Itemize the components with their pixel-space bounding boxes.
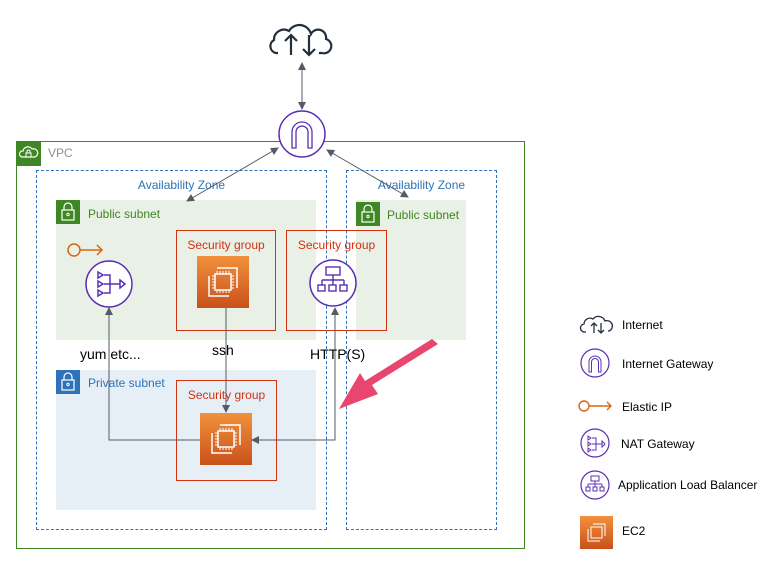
legend-internet-gateway-icon bbox=[580, 348, 610, 378]
edge-alb-private-ec2 bbox=[251, 307, 339, 444]
legend-item-internet: Internet bbox=[622, 318, 663, 332]
legend-ec2-icon bbox=[580, 516, 613, 549]
ec2-private-node[interactable] bbox=[200, 413, 252, 465]
ec2-bastion-node[interactable] bbox=[197, 256, 249, 308]
public-subnet-2: Public subnet bbox=[356, 200, 466, 340]
lock-icon bbox=[61, 372, 75, 391]
public-subnet-1-badge bbox=[56, 200, 80, 224]
legend-item-nat-gateway: NAT Gateway bbox=[621, 437, 695, 451]
load-balancer-icon bbox=[317, 266, 348, 292]
ec2-icon bbox=[208, 267, 238, 297]
edge-private-ec2-nat bbox=[105, 307, 200, 441]
ec2-icon bbox=[587, 523, 606, 542]
edge-igw-public-subnet-1 bbox=[186, 147, 279, 202]
security-group-bastion-label: Security group bbox=[187, 238, 265, 252]
legend-cloud-icon bbox=[579, 315, 613, 334]
ec2-icon bbox=[211, 424, 241, 454]
cloud-icon bbox=[269, 23, 333, 57]
nat-gateway-icon bbox=[97, 270, 127, 298]
public-subnet-1-label: Public subnet bbox=[88, 207, 161, 221]
legend-elastic-ip-icon bbox=[578, 400, 612, 412]
internet-gateway-node[interactable] bbox=[278, 110, 326, 158]
edge-label-nat: yum etc... bbox=[80, 346, 141, 362]
legend-nat-gateway-icon bbox=[580, 428, 610, 458]
public-subnet-2-label: Public subnet bbox=[387, 208, 460, 222]
lock-icon bbox=[61, 202, 75, 221]
legend-item-ec2: EC2 bbox=[622, 524, 646, 538]
vpc-label: VPC bbox=[48, 146, 73, 160]
vpc-cloud-lock-icon bbox=[18, 146, 39, 158]
nat-gateway-node[interactable] bbox=[85, 260, 133, 308]
edge-igw-public-subnet-2 bbox=[326, 149, 409, 198]
application-load-balancer-node[interactable] bbox=[309, 259, 357, 307]
vpc-container bbox=[16, 141, 525, 549]
internet-cloud-node[interactable] bbox=[269, 23, 333, 57]
elastic-ip-icon bbox=[67, 243, 104, 257]
public-subnet-2-badge bbox=[356, 202, 380, 226]
lock-icon bbox=[361, 204, 375, 223]
legend-item-internet-gateway: Internet Gateway bbox=[622, 357, 714, 371]
security-group-alb-label: Security group bbox=[297, 238, 376, 252]
edge-label-ssh: ssh bbox=[212, 342, 234, 358]
highlight-arrow bbox=[339, 339, 438, 409]
legend-item-application-load-balancer: Application Load Balancer bbox=[618, 478, 758, 492]
edge-label-http: HTTP(S) bbox=[310, 346, 366, 362]
private-subnet-badge bbox=[56, 370, 80, 394]
internet-gateway-icon bbox=[291, 121, 313, 149]
vpc-badge bbox=[16, 141, 41, 166]
legend-load-balancer-icon bbox=[580, 470, 610, 500]
legend-item-elastic-ip: Elastic IP bbox=[622, 400, 673, 414]
private-subnet-label: Private subnet bbox=[88, 376, 165, 390]
